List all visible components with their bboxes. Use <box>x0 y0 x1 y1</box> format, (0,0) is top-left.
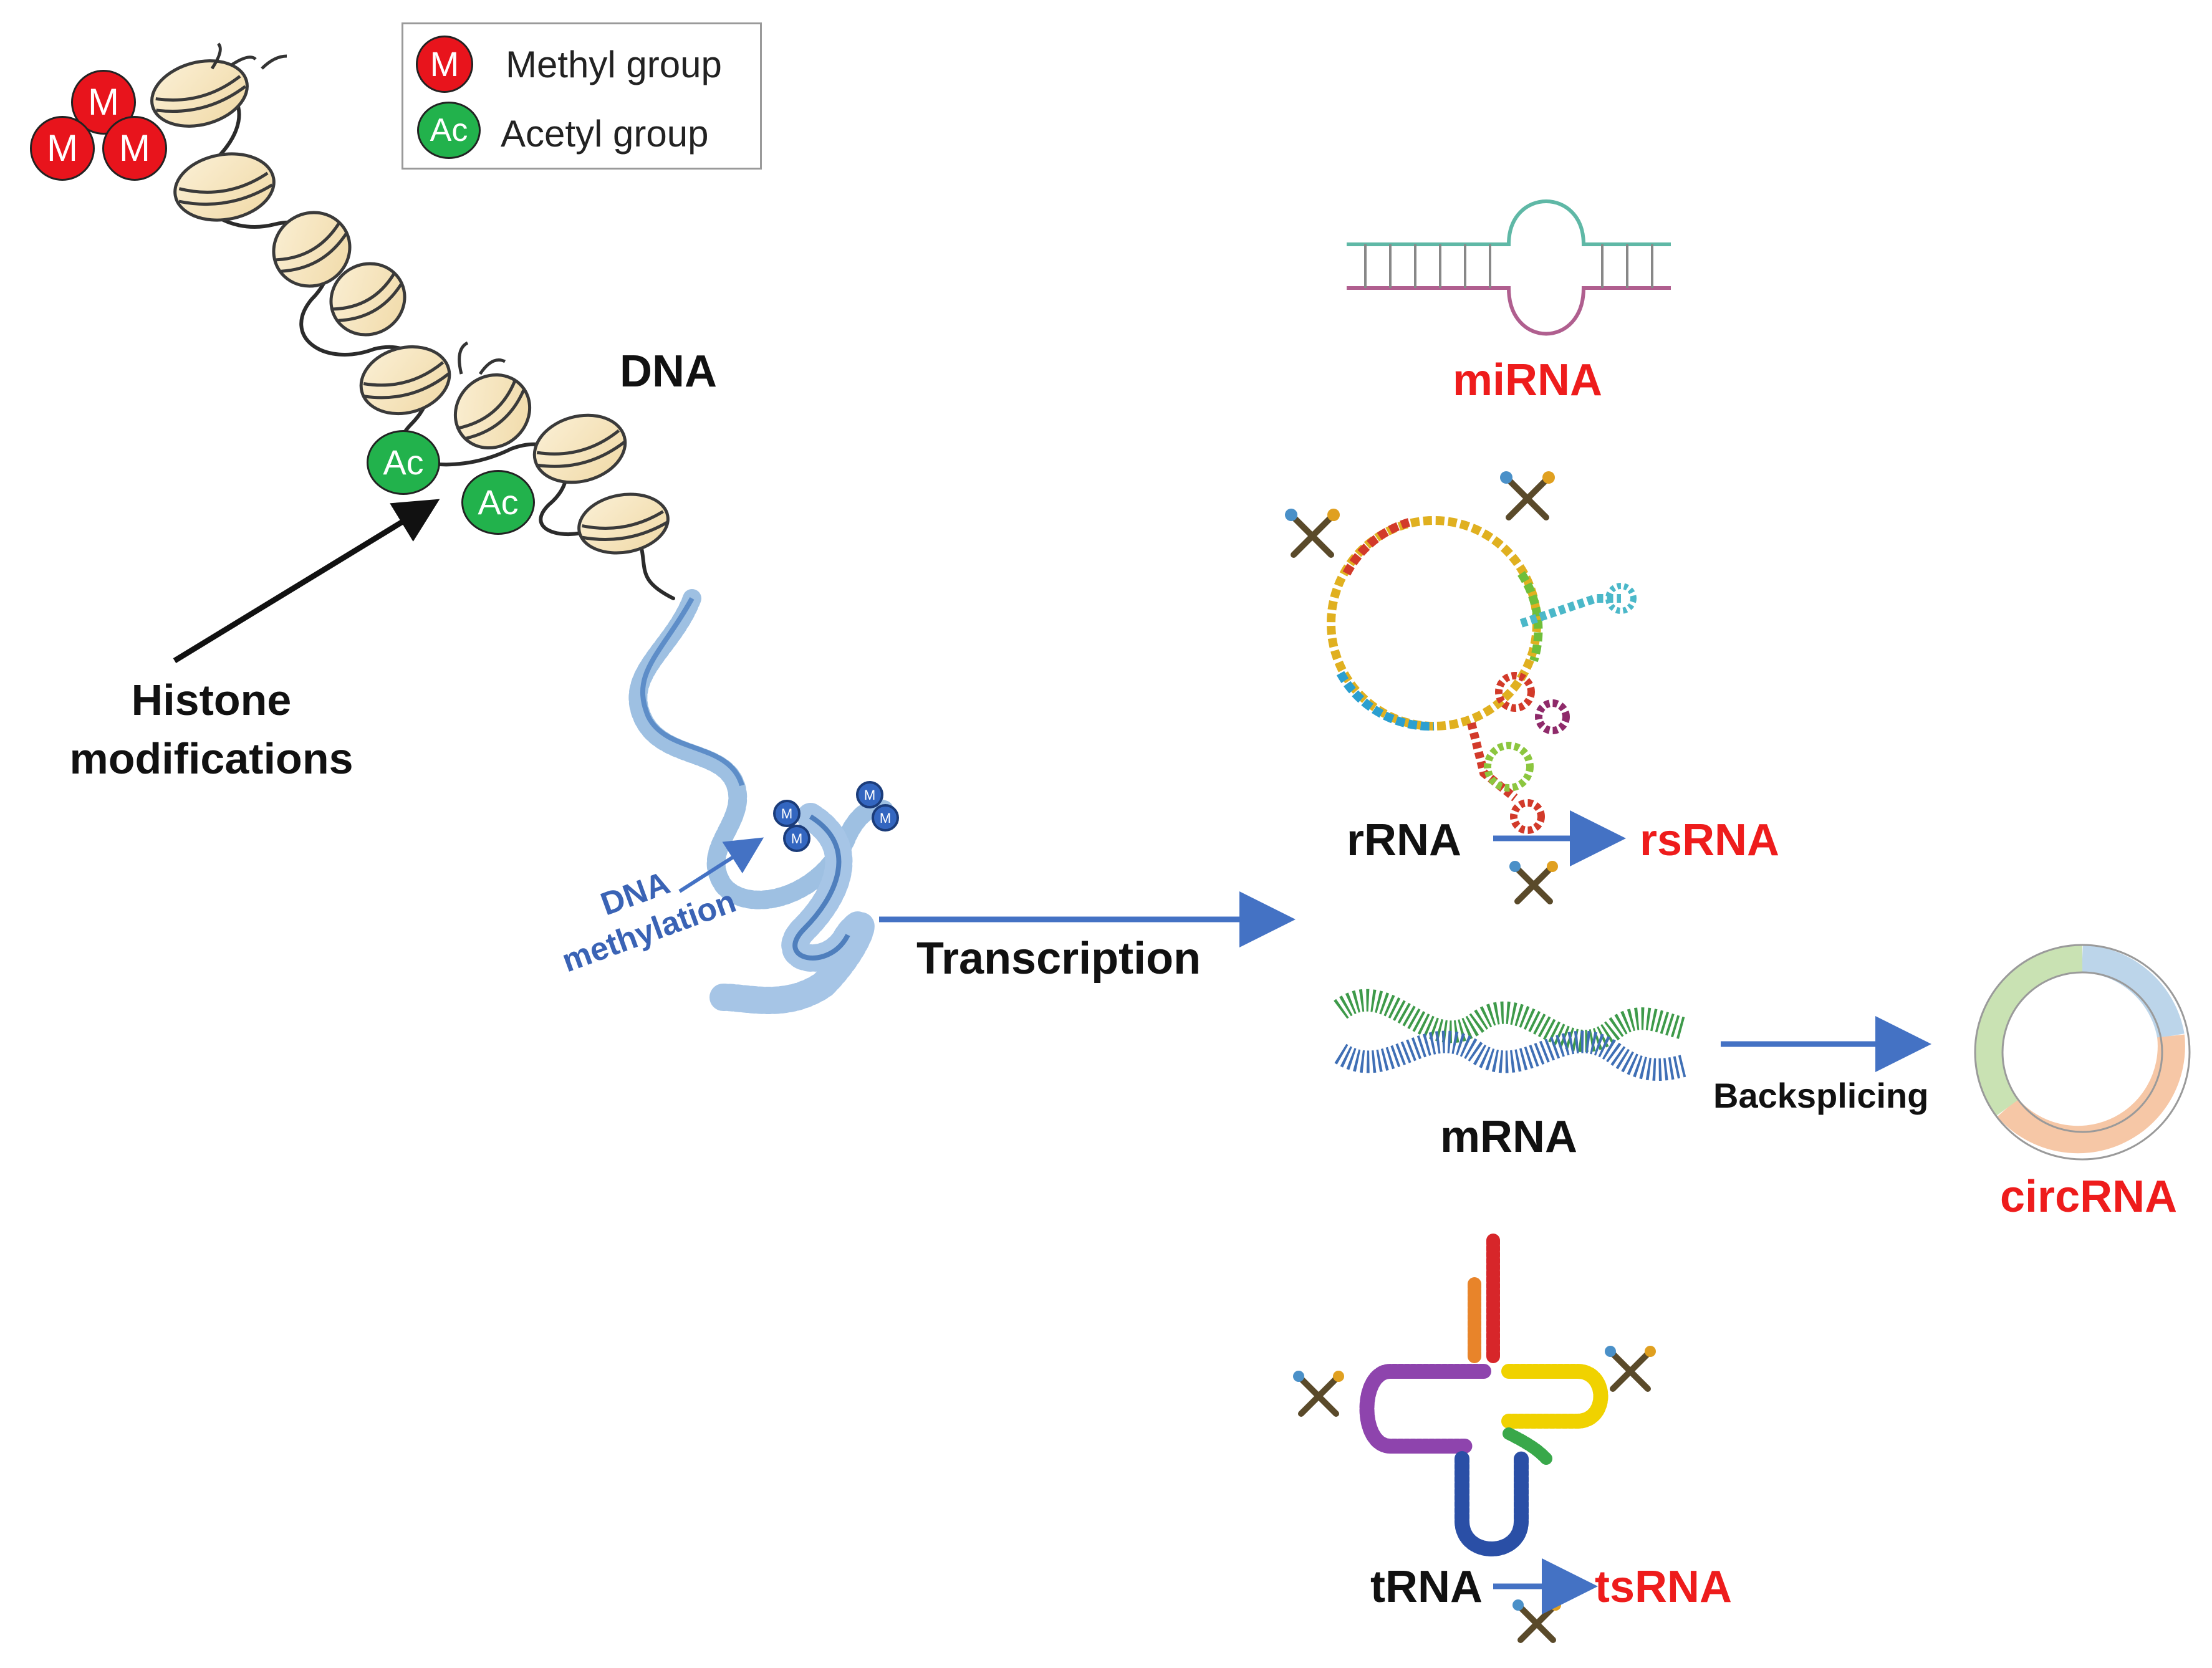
nucleosomes <box>150 42 670 555</box>
histone-modifications-label: Histone modifications <box>52 671 370 788</box>
methyl-legend-icon: M <box>416 36 473 93</box>
circrna-label: circRNA <box>2000 1172 2178 1222</box>
histone-label-line1: Histone <box>131 676 292 724</box>
methyl-legend-label: Methyl group <box>506 44 722 85</box>
rrna-label: rRNA <box>1347 815 1462 865</box>
dna-methyl-beads: M M M M <box>773 781 899 852</box>
methyl-chip: M <box>102 116 167 181</box>
circrna-ring <box>1974 944 2191 1161</box>
acetyl-chip: Ac <box>461 470 535 535</box>
acetyl-chip: Ac <box>367 430 440 495</box>
svg-text:M: M <box>781 806 792 822</box>
svg-text:M: M <box>791 831 802 846</box>
histone-arrow <box>173 499 440 663</box>
trna-structure <box>1359 1234 1609 1556</box>
svg-text:M: M <box>880 810 891 826</box>
mrna-structure <box>1334 989 1686 1081</box>
rrna-structure <box>1327 516 1637 834</box>
dna-label: DNA <box>620 347 717 396</box>
dna-helix <box>628 589 895 1014</box>
backsplicing-label: Backsplicing <box>1713 1076 1929 1115</box>
mirna-structure <box>1347 199 1671 336</box>
mrna-label: mRNA <box>1440 1112 1578 1162</box>
mirna-label: miRNA <box>1453 355 1603 405</box>
acetyl-legend-icon: Ac <box>417 102 481 159</box>
trna-label: tRNA <box>1370 1562 1483 1612</box>
tsrna-label: tsRNA <box>1595 1562 1733 1612</box>
scissors-icons <box>1285 471 1656 1643</box>
svg-text:M: M <box>864 787 875 803</box>
histone-label-line2: modifications <box>69 734 353 783</box>
legend: M Methyl group Ac Acetyl group <box>402 22 762 170</box>
transcription-label: Transcription <box>916 934 1201 984</box>
methylation-arrow <box>678 837 764 893</box>
rsrna-label: rsRNA <box>1640 815 1780 865</box>
acetyl-legend-label: Acetyl group <box>501 113 709 155</box>
methyl-chip: M <box>30 116 95 181</box>
